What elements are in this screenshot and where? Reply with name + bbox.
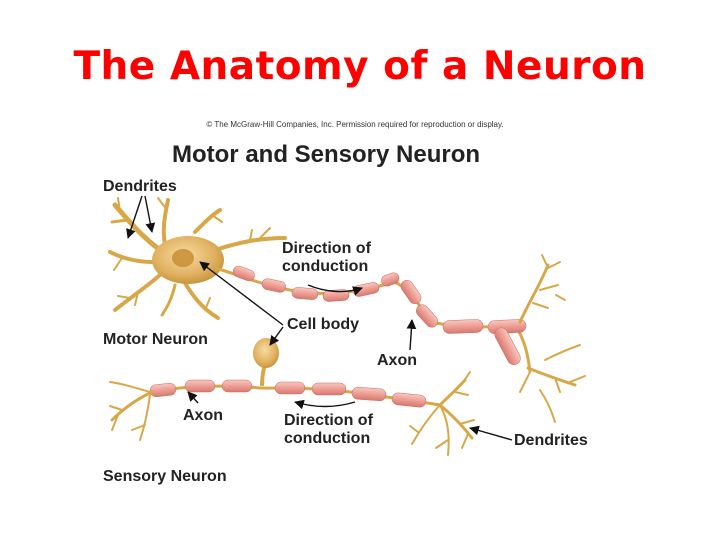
label-motor-neuron: Motor Neuron	[103, 331, 208, 348]
pointer-dendrites-top-a	[126, 195, 143, 239]
label-sensory-neuron: Sensory Neuron	[103, 468, 227, 485]
copyright-notice: © The McGraw-Hill Companies, Inc. Permis…	[206, 120, 504, 129]
pointer-cell-body-motor	[199, 261, 284, 326]
label-axon-left: Axon	[183, 407, 223, 424]
pointer-dendrites-top-b	[144, 195, 156, 233]
label-cell-body: Cell body	[287, 316, 360, 333]
pointer-cell-body-sensory	[269, 326, 284, 346]
label-dendrites-top: Dendrites	[103, 178, 177, 195]
label-direction-bottom-line1: Direction of	[284, 412, 373, 429]
diagram-heading: Motor and Sensory Neuron	[172, 141, 481, 168]
label-dendrites-right: Dendrites	[514, 432, 588, 449]
pointer-axon-left	[187, 391, 199, 404]
label-direction-top-line2: conduction	[282, 258, 369, 275]
pointer-axon-right	[406, 319, 417, 351]
motor-dendrites	[108, 197, 287, 320]
motor-nucleus	[172, 249, 194, 267]
pointer-lines	[126, 195, 513, 441]
page-title: The Anatomy of a Neuron	[73, 44, 647, 89]
sensory-myelin-sheath	[149, 379, 427, 408]
pointer-dendrites-right	[469, 425, 513, 441]
motor-axon-terminals	[518, 254, 586, 423]
label-direction-bottom-line2: conduction	[284, 430, 371, 447]
pointer-direction-top	[307, 284, 363, 296]
sensory-cell-body	[253, 338, 279, 368]
motor-myelin-sheath	[232, 265, 527, 365]
pointer-direction-bottom	[294, 399, 356, 410]
label-direction-top-line1: Direction of	[282, 240, 371, 257]
label-axon-right: Axon	[377, 352, 417, 369]
